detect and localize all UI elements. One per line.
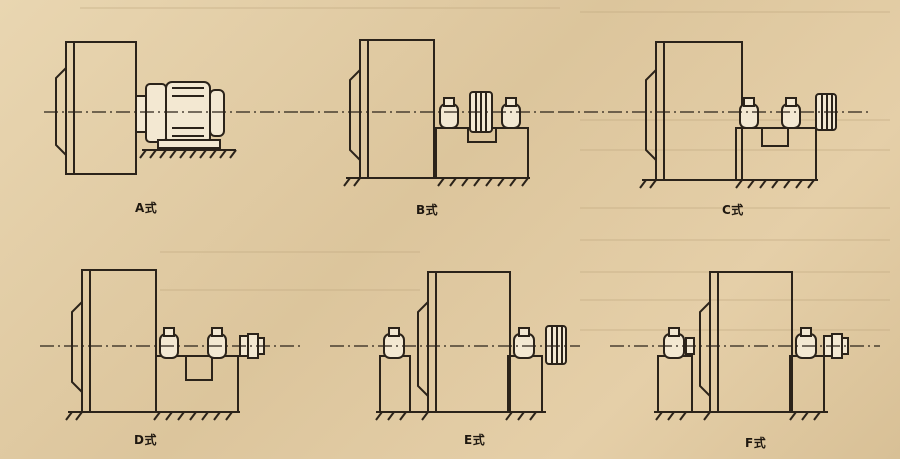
bearing-pedestal: [735, 127, 817, 181]
fan-housing: [655, 41, 743, 181]
inlet-cone: [699, 301, 711, 397]
fan-housing: [709, 271, 793, 413]
background-bleed-lines: [80, 7, 890, 331]
arrangement-a: [44, 41, 300, 175]
arrangement-e: [330, 271, 580, 421]
bearings-and-coupling: [159, 327, 265, 359]
bearing-pedestal: [435, 127, 529, 179]
fan-housing: [81, 269, 157, 413]
left-pedestal: [379, 355, 411, 413]
fan-housing: [427, 271, 511, 413]
arrangement-f: [610, 271, 880, 421]
fan-housing: [65, 41, 137, 175]
label-arrangement-b: B式: [416, 203, 439, 217]
label-arrangement-f: F式: [745, 436, 767, 450]
inlet-cone: [349, 69, 361, 161]
label-arrangement-c: C式: [722, 203, 744, 217]
bearing-pedestal: [155, 355, 239, 413]
right-pedestal: [507, 355, 543, 413]
label-arrangement-d: D式: [134, 433, 157, 447]
inlet-cone: [645, 69, 657, 161]
inlet-cone: [71, 301, 83, 393]
arrangement-c: [560, 41, 870, 189]
arrangement-b: [300, 39, 560, 187]
right-pedestal: [789, 355, 825, 413]
arrangement-d: [40, 269, 300, 421]
inlet-cone: [417, 301, 429, 397]
fan-housing: [359, 39, 435, 179]
left-pedestal: [657, 355, 693, 413]
label-arrangement-e: E式: [464, 433, 486, 447]
direct-motor: [135, 81, 225, 149]
label-arrangement-a: A式: [135, 201, 158, 215]
